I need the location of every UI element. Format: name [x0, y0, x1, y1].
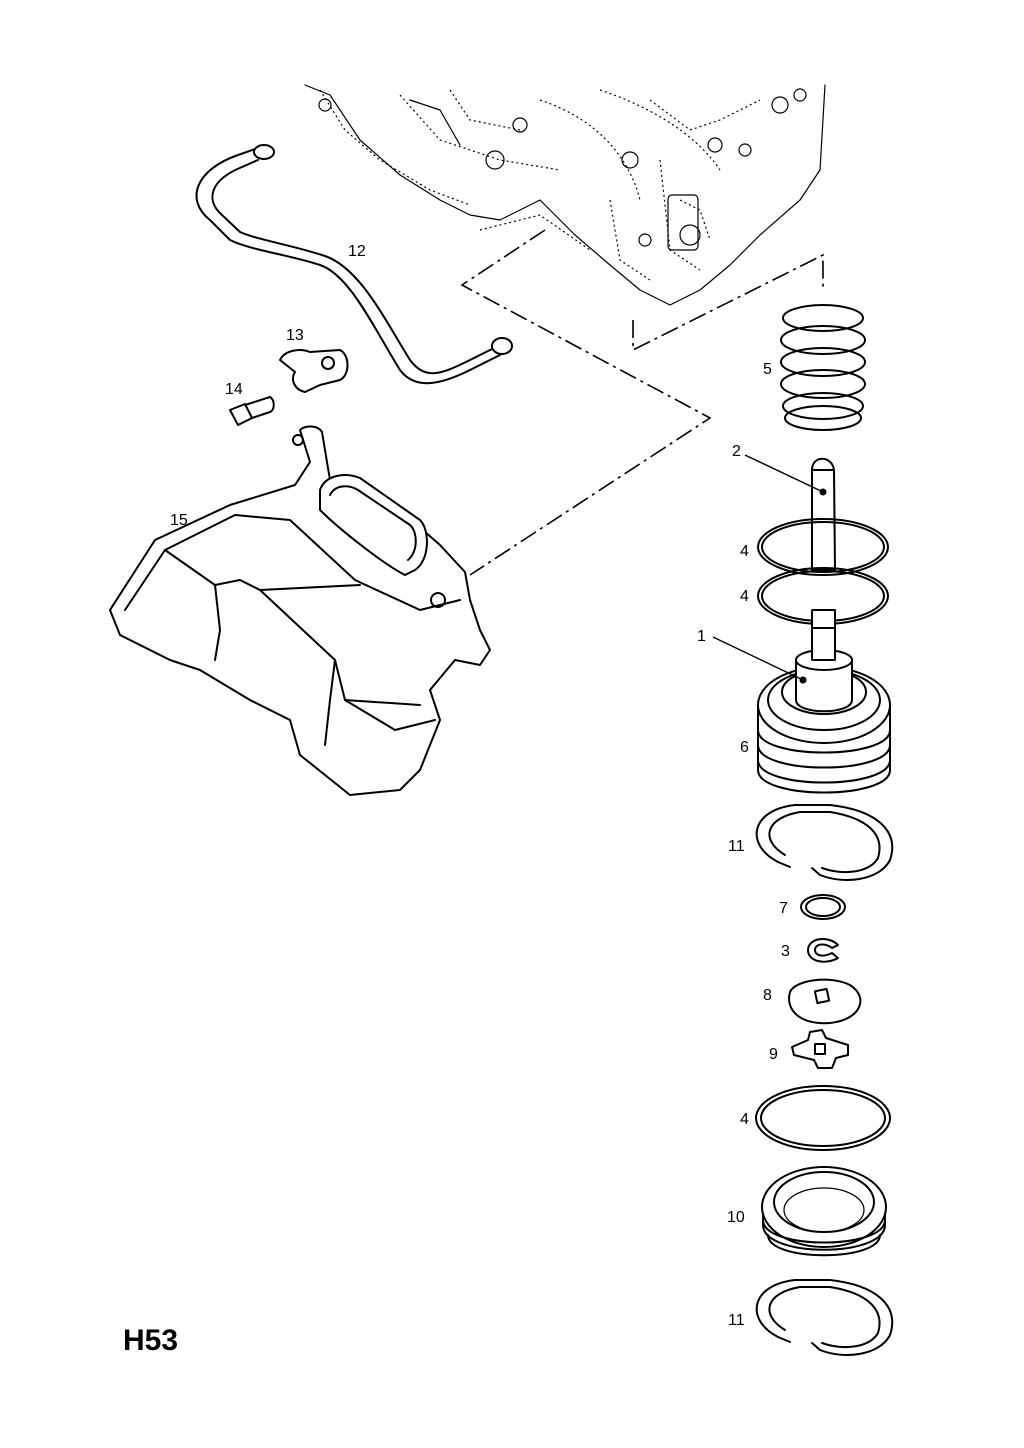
o-ring-7 [800, 894, 846, 920]
circlip-3 [807, 938, 839, 963]
diagram-code: H53 [123, 1324, 178, 1357]
label-part-1: 1 [697, 628, 706, 645]
label-part-2: 2 [732, 443, 741, 460]
label-part-4-b: 4 [740, 588, 749, 605]
piston-1-6 [757, 609, 891, 794]
label-part-12: 12 [348, 243, 366, 260]
label-part-10: 10 [727, 1209, 745, 1226]
label-part-11-b: 11 [728, 1312, 745, 1329]
pin-2 [811, 457, 836, 571]
pipe-12 [195, 144, 513, 385]
label-part-8: 8 [763, 987, 772, 1004]
transmission-housing [304, 84, 826, 306]
label-part-9: 9 [769, 1046, 778, 1063]
label-part-7: 7 [779, 900, 788, 917]
label-part-14: 14 [225, 381, 243, 398]
spring-5 [780, 304, 866, 431]
label-part-6: 6 [740, 739, 749, 756]
cap-10 [761, 1166, 887, 1257]
snap-ring-11-upper [755, 804, 894, 881]
filter-15 [109, 425, 491, 796]
part-labels: 12 13 14 15 5 2 4 4 1 6 11 7 3 8 9 4 10 … [170, 243, 790, 1329]
assembly-lines [460, 229, 824, 576]
leader-lines [712, 454, 827, 684]
label-part-11-a: 11 [728, 838, 745, 855]
label-part-3: 3 [781, 943, 790, 960]
bolt-14 [229, 396, 275, 426]
disc-8 [788, 978, 862, 1025]
label-part-15: 15 [170, 512, 188, 529]
o-ring-4-lower [755, 1085, 891, 1151]
label-part-4-a: 4 [740, 543, 749, 560]
key-plate-9 [791, 1029, 849, 1069]
snap-ring-11-lower [755, 1279, 894, 1356]
bracket-13 [279, 349, 349, 393]
label-part-5: 5 [763, 361, 772, 378]
label-part-4-c: 4 [740, 1111, 749, 1128]
label-part-13: 13 [286, 327, 304, 344]
